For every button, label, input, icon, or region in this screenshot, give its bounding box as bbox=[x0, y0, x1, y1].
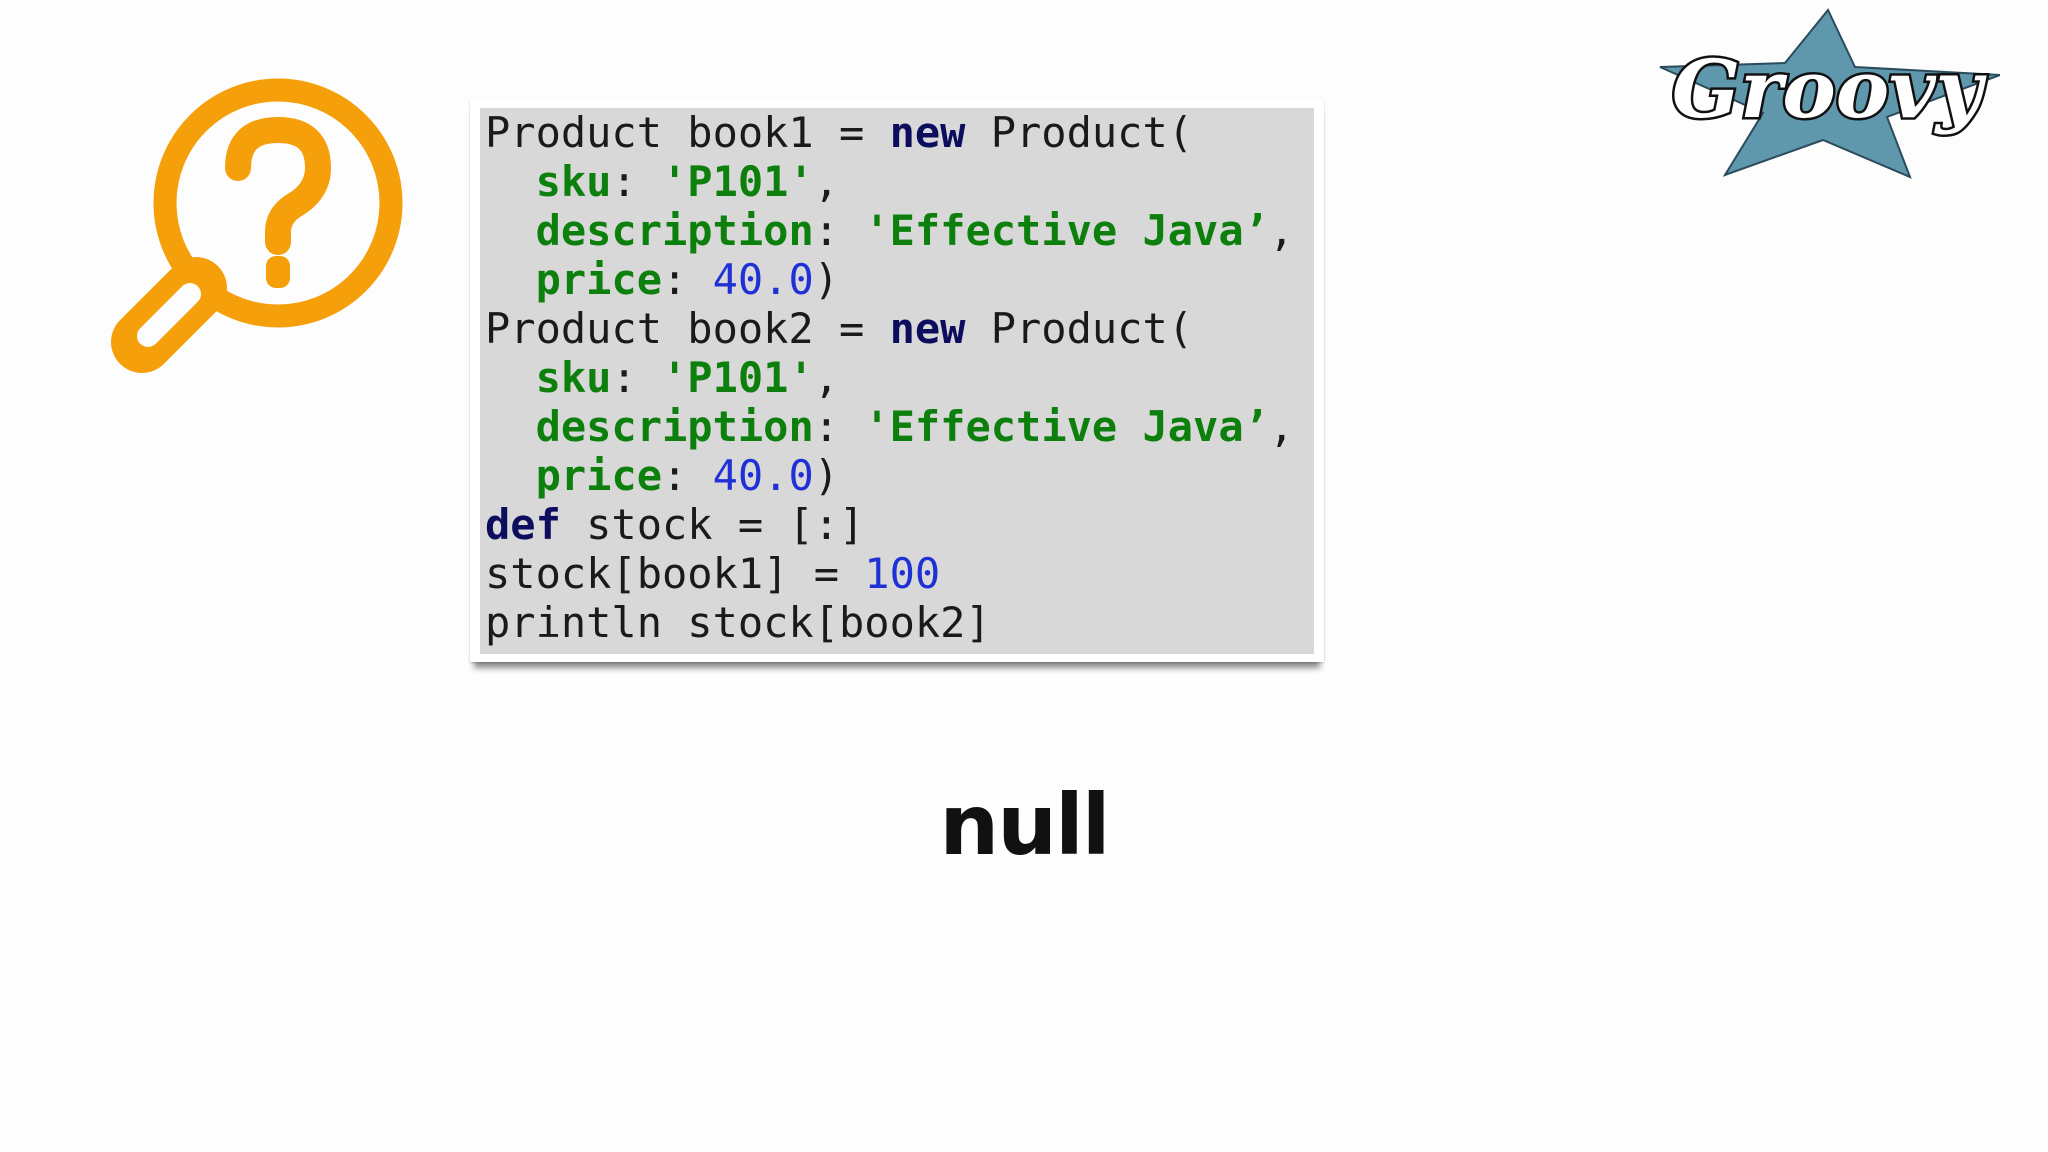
code-token bbox=[485, 451, 536, 500]
code-line: Product book2 = new Product( bbox=[485, 304, 1314, 353]
magnifier-question-icon bbox=[111, 78, 403, 373]
code-listing: Product book1 = new Product( sku: 'P101'… bbox=[480, 108, 1314, 647]
code-token: stock[book1] = bbox=[485, 549, 865, 598]
code-token: println stock[book2] bbox=[485, 598, 991, 647]
code-background: Product book1 = new Product( sku: 'P101'… bbox=[480, 108, 1314, 654]
code-line: sku: 'P101', bbox=[485, 157, 1314, 206]
code-token: sku bbox=[535, 353, 612, 402]
code-token: , bbox=[1268, 402, 1295, 451]
code-token bbox=[485, 353, 536, 402]
code-token bbox=[485, 255, 536, 304]
code-block: Product book1 = new Product( sku: 'P101'… bbox=[470, 100, 1324, 662]
code-token: 'P101' bbox=[662, 157, 814, 206]
code-token: Product( bbox=[965, 304, 1194, 353]
code-token: Product book1 = bbox=[485, 108, 890, 157]
code-token: 'Effective Java’ bbox=[864, 402, 1269, 451]
code-token: : bbox=[662, 255, 713, 304]
code-line: description: 'Effective Java’, bbox=[485, 402, 1314, 451]
code-line: stock[book1] = 100 bbox=[485, 549, 1314, 598]
code-token: 'Effective Java’ bbox=[864, 206, 1269, 255]
code-token: description bbox=[535, 206, 814, 255]
code-token: : bbox=[813, 402, 865, 451]
code-token: : bbox=[611, 353, 663, 402]
code-token: , bbox=[1268, 206, 1295, 255]
groovy-logo: Groovy bbox=[1659, 8, 2000, 179]
code-token: , bbox=[813, 157, 840, 206]
code-token: new bbox=[889, 108, 966, 157]
code-line: def stock = [:] bbox=[485, 500, 1314, 549]
code-token: new bbox=[889, 304, 966, 353]
code-token: : bbox=[611, 157, 663, 206]
code-token: price bbox=[535, 451, 663, 500]
code-line: Product book1 = new Product( bbox=[485, 108, 1314, 157]
code-token: : bbox=[662, 451, 713, 500]
code-token bbox=[485, 206, 536, 255]
code-token: sku bbox=[535, 157, 612, 206]
code-token: 'P101' bbox=[662, 353, 814, 402]
code-token: , bbox=[813, 353, 840, 402]
code-token: Product book2 = bbox=[485, 304, 890, 353]
code-token: 40.0 bbox=[712, 451, 814, 500]
groovy-logo-text: Groovy bbox=[1672, 42, 1988, 136]
code-token: Product( bbox=[965, 108, 1194, 157]
code-line: description: 'Effective Java’, bbox=[485, 206, 1314, 255]
code-token bbox=[485, 157, 536, 206]
code-line: price: 40.0) bbox=[485, 255, 1314, 304]
code-token: 100 bbox=[864, 549, 941, 598]
code-line: price: 40.0) bbox=[485, 451, 1314, 500]
code-line: println stock[book2] bbox=[485, 598, 1314, 647]
code-token: price bbox=[535, 255, 663, 304]
code-token bbox=[485, 402, 536, 451]
code-token: def bbox=[485, 500, 561, 549]
result-output: null bbox=[939, 776, 1110, 874]
code-token: ) bbox=[813, 451, 840, 500]
code-token: ) bbox=[813, 255, 840, 304]
code-token: stock = [:] bbox=[560, 500, 865, 549]
code-token: : bbox=[813, 206, 865, 255]
code-token: 40.0 bbox=[712, 255, 814, 304]
code-token: description bbox=[535, 402, 814, 451]
code-line: sku: 'P101', bbox=[485, 353, 1314, 402]
